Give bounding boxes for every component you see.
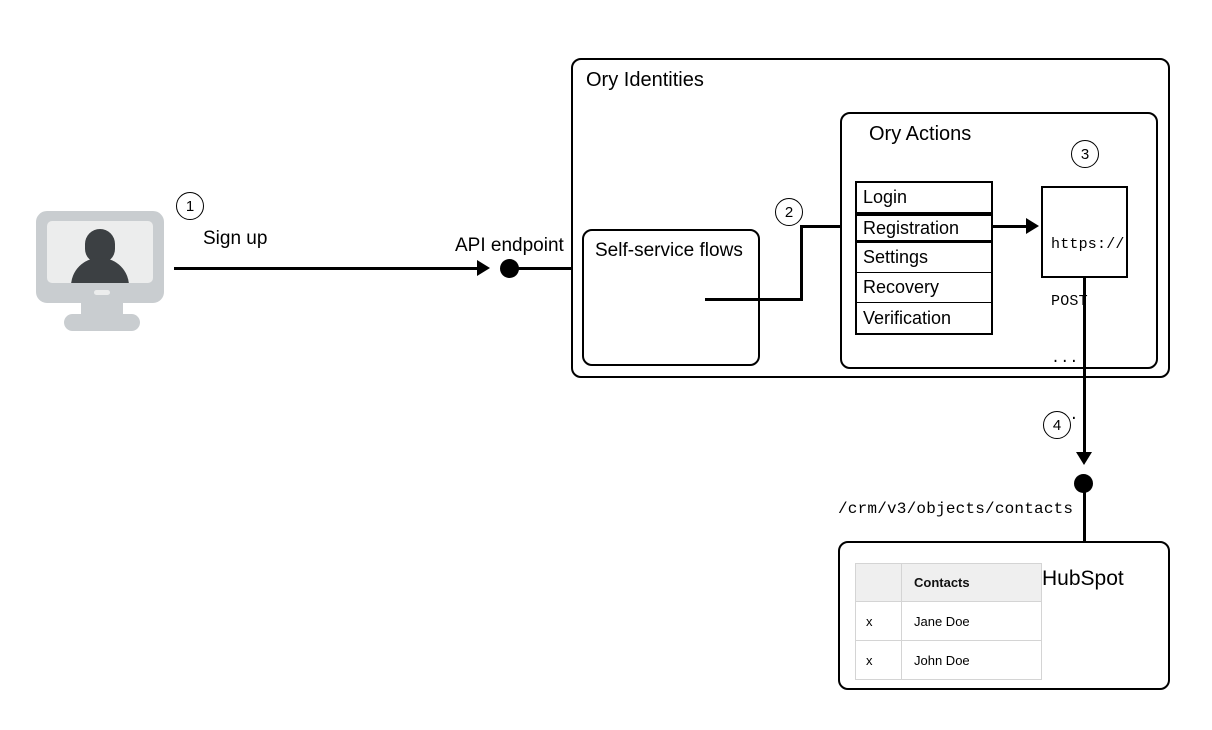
step-badge-1: 1 xyxy=(176,192,204,220)
monitor-user-icon xyxy=(36,211,168,331)
action-item-settings[interactable]: Settings xyxy=(857,243,991,273)
webhook-to-hubspot-vertical xyxy=(1083,278,1086,457)
api-endpoint-dot xyxy=(500,259,519,278)
table-header-blank xyxy=(855,563,902,602)
sign-up-label: Sign up xyxy=(203,228,268,249)
webhook-line-2: POST xyxy=(1051,293,1088,310)
monitor-screen xyxy=(47,221,153,283)
action-item-registration[interactable]: Registration xyxy=(857,213,991,243)
avatar-body-icon xyxy=(71,258,129,283)
self-service-flows-box xyxy=(582,229,760,366)
registration-to-webhook-line xyxy=(993,225,1028,228)
ory-identities-title: Ory Identities xyxy=(586,69,704,91)
ory-actions-list: Login Registration Settings Recovery Ver… xyxy=(855,181,993,335)
webhook-line-1: https:// xyxy=(1051,236,1125,253)
action-item-verification[interactable]: Verification xyxy=(857,303,991,333)
hubspot-endpoint-stub-line xyxy=(1083,490,1086,543)
step-badge-3: 3 xyxy=(1071,140,1099,168)
selfservice-to-registration-horizontal-lower xyxy=(705,298,803,301)
hubspot-arrowhead xyxy=(1076,452,1092,465)
contacts-table: Contacts x Jane Doe x John Doe xyxy=(855,563,1042,680)
webhook-payload-box: https:// POST ... ... xyxy=(1041,186,1128,424)
selfservice-to-registration-horizontal-upper xyxy=(800,225,850,228)
table-cell-name: Jane Doe xyxy=(901,601,1042,641)
api-endpoint-stub-line xyxy=(516,267,576,270)
table-row[interactable]: x John Doe xyxy=(855,640,1042,680)
hubspot-api-path-label: /crm/v3/objects/contacts xyxy=(838,500,1074,518)
monitor-notch xyxy=(94,290,110,295)
table-row[interactable]: x Jane Doe xyxy=(855,601,1042,641)
selfservice-to-registration-vertical xyxy=(800,226,803,301)
api-endpoint-label: API endpoint xyxy=(455,235,564,256)
step-badge-4: 4 xyxy=(1043,411,1071,439)
table-cell-mark: x xyxy=(855,601,902,641)
action-item-login[interactable]: Login xyxy=(857,183,991,213)
signup-connector-line xyxy=(174,267,479,270)
table-header-contacts: Contacts xyxy=(901,563,1042,602)
webhook-line-3: ... xyxy=(1051,350,1079,367)
signup-connector-arrowhead xyxy=(477,260,490,276)
hubspot-title: HubSpot xyxy=(1042,567,1124,590)
table-cell-name: John Doe xyxy=(901,640,1042,680)
monitor-stand-base xyxy=(64,314,140,331)
step-badge-2: 2 xyxy=(775,198,803,226)
table-cell-mark: x xyxy=(855,640,902,680)
action-item-recovery[interactable]: Recovery xyxy=(857,273,991,303)
avatar-head-icon xyxy=(85,229,115,263)
table-header-row: Contacts xyxy=(855,563,1042,602)
hubspot-endpoint-dot xyxy=(1074,474,1093,493)
ory-actions-title: Ory Actions xyxy=(869,123,972,145)
webhook-arrowhead xyxy=(1026,218,1039,234)
self-service-flows-title: Self-service flows xyxy=(595,240,743,261)
